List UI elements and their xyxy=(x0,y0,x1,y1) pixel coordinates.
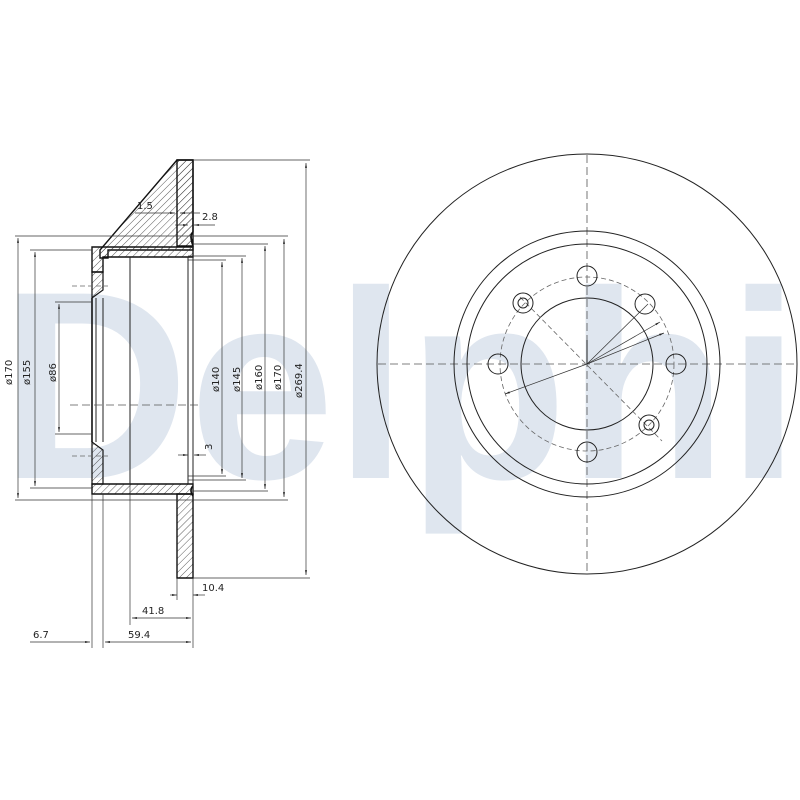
section-profile-bottom xyxy=(176,493,194,579)
bolt-hole xyxy=(634,293,656,315)
dim-d140: ø140 xyxy=(211,367,222,392)
dim-d269: ø269.4 xyxy=(294,363,305,398)
dim-d170-left: ø170 xyxy=(4,360,15,385)
hat-inner-circle xyxy=(466,243,708,485)
dim-d170-right: ø170 xyxy=(273,365,284,390)
dim-41-8: 41.8 xyxy=(142,606,164,617)
threaded-hole xyxy=(638,414,660,436)
bolt-hole xyxy=(576,265,598,287)
dim-d145: ø145 xyxy=(232,367,243,392)
dim-10-4: 10.4 xyxy=(202,583,224,594)
dim-1-5: 1.5 xyxy=(137,201,153,212)
dim-3: 3 xyxy=(204,444,215,450)
dim-59-4: 59.4 xyxy=(128,630,150,641)
outer-disc-circle xyxy=(376,153,798,575)
threaded-hole xyxy=(512,292,534,314)
dim-2-8: 2.8 xyxy=(202,212,218,223)
front-view xyxy=(376,153,798,575)
dim-d160: ø160 xyxy=(254,365,265,390)
bolt-hole xyxy=(665,353,687,375)
dim-d86: ø86 xyxy=(48,363,59,382)
pcd-circle xyxy=(499,276,675,452)
dim-6-7: 6.7 xyxy=(33,630,49,641)
dim-d155: ø155 xyxy=(22,360,33,385)
centre-bore-circle xyxy=(520,297,654,431)
bolt-hole xyxy=(576,441,598,463)
bolt-hole xyxy=(487,353,509,375)
section-view: ø170 ø155 ø86 ø140 ø145 ø160 ø170 ø269.4… xyxy=(4,159,310,648)
hat-outer-circle xyxy=(453,230,721,498)
